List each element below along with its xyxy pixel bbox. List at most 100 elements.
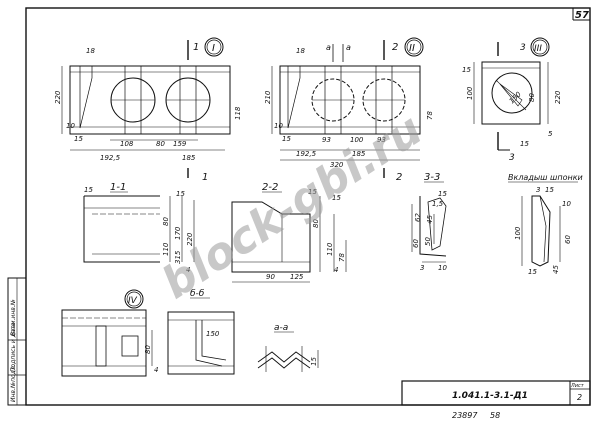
node-III-view <box>473 42 549 151</box>
node-IV-mark: IV <box>128 296 138 306</box>
dimension-label: 110 <box>162 242 170 256</box>
dimension-label: 108 <box>120 140 134 148</box>
section-3-3-labels: 3-3 62 45 60 50 15 1,5 3 10 <box>412 172 447 272</box>
section-2-2 <box>231 196 347 283</box>
side-stamp-inv: Инв.№подл. <box>10 364 17 402</box>
sheet-label: Лист <box>570 383 585 389</box>
dimension-label: 220 <box>554 90 562 104</box>
insert-key-labels: Вкладыш шпонки 3 15 10 100 60 45 15 <box>508 173 583 276</box>
node-II-labels: II 2 2 a a 18 210 15 10 93 100 93 192,5 … <box>264 37 434 183</box>
side-stamp-replace: Взам.инв.№ <box>10 299 17 336</box>
dimension-label: 60 <box>564 235 572 244</box>
dimension-label: 10 <box>274 122 283 130</box>
dimension-label: 320 <box>330 161 344 169</box>
node-I-mark: I <box>212 43 215 54</box>
section-a-a <box>257 346 319 372</box>
dimension-label: 192,5 <box>100 154 121 162</box>
inventory-number: 23897 <box>452 411 478 420</box>
title-block: 1.041.1-3.1-Д1 Лист 2 <box>401 380 591 406</box>
dimension-label: 80 <box>144 345 152 354</box>
node-I-view <box>61 40 231 178</box>
dimension-label: 10 <box>562 200 571 208</box>
dimension-label: 62 <box>414 213 422 222</box>
node-I-cut-bottom: 1 <box>202 172 208 183</box>
dimension-label: 45 <box>426 215 434 224</box>
node-III-labels: III 3 3 100 150 80 220 15 5 15 <box>462 37 562 163</box>
section-a-a-labels: а-а 15 <box>274 323 318 366</box>
sheet-frame <box>25 7 591 406</box>
node-III-cut-top: 3 <box>520 43 526 53</box>
side-stamp: Инв.№подл. Подпись и дата Взам.инв.№ <box>7 277 27 406</box>
dimension-label: 15 <box>528 268 537 276</box>
dimension-label: 118 <box>234 106 242 120</box>
dimension-label: 78 <box>426 111 434 120</box>
node-II-section-a-left: a <box>326 43 331 52</box>
dimension-label: 100 <box>466 86 474 100</box>
dimension-label: 15 <box>84 186 93 194</box>
dimension-label: 3 <box>420 264 424 272</box>
designation: 1.041.1-3.1-Д1 <box>452 391 528 401</box>
side-stamp-sign: Подпись и дата <box>10 322 17 372</box>
dimension-label: 125 <box>290 273 304 281</box>
dimension-label: 90 <box>266 273 275 281</box>
dimension-label: 18 <box>296 47 305 55</box>
node-III-cut-bottom: 3 <box>509 153 515 163</box>
sheet-number: 2 <box>577 393 582 402</box>
dimension-label: 315 <box>174 250 182 264</box>
dimension-label: 5 <box>548 130 553 138</box>
node-II-section-a-right: a <box>346 43 351 52</box>
dimension-label: 80 <box>528 93 536 102</box>
dimension-label: 210 <box>264 90 272 104</box>
section-3-3-title: 3-3 <box>424 172 440 183</box>
dimension-label: 15 <box>310 357 318 366</box>
dimension-label: 220 <box>186 232 194 246</box>
section-b-b-title: б-б <box>190 289 205 299</box>
section-b-b <box>167 311 235 375</box>
dimension-label: 4 <box>334 266 338 274</box>
dimension-label: 170 <box>174 226 182 240</box>
dimension-label: 159 <box>173 140 187 148</box>
dimension-label: 60 <box>412 239 420 248</box>
node-IV-view <box>61 309 153 377</box>
section-a-a-title: а-а <box>274 323 288 333</box>
section-1-1-labels: 1-1 15 80 110 170 220 315 4 15 <box>84 182 194 274</box>
page-number: 57 <box>575 10 589 21</box>
dimension-label: 100 <box>514 226 522 240</box>
insert-key-view <box>521 195 561 267</box>
dimension-label: 80 <box>156 140 165 148</box>
dimension-label: 192,5 <box>296 150 317 158</box>
node-II-cut-bottom: 2 <box>396 172 402 183</box>
dimension-label: 110 <box>326 242 334 256</box>
insert-key-title: Вкладыш шпонки <box>508 173 583 182</box>
dimension-label: 10 <box>438 264 447 272</box>
dimension-label: 10 <box>66 122 75 130</box>
dimension-label: 15 <box>545 186 554 194</box>
section-1-1-title: 1-1 <box>110 182 126 193</box>
dimension-label: 80 <box>312 219 320 228</box>
dimension-label: 78 <box>338 253 346 262</box>
section-2-2-labels: 2-2 15 80 110 90 125 78 4 15 <box>262 182 346 281</box>
dimension-label: 15 <box>438 190 447 198</box>
dimension-label: 100 <box>350 136 364 144</box>
dimension-label: 18 <box>86 47 95 55</box>
inventory-page: 58 <box>490 411 500 420</box>
dimension-label: 50 <box>424 237 432 246</box>
section-2-2-title: 2-2 <box>262 182 278 193</box>
dimension-label: 4 <box>186 266 190 274</box>
dimension-label: 150 <box>206 330 220 338</box>
node-II-mark: II <box>409 43 415 54</box>
node-I-cut-top: 1 <box>193 42 199 53</box>
dimension-label: 15 <box>332 194 341 202</box>
dimension-label: 80 <box>162 217 170 226</box>
dimension-label: 185 <box>182 154 196 162</box>
node-III-mark: III <box>534 44 542 54</box>
section-1-1 <box>83 195 195 263</box>
dimension-label: 220 <box>54 90 62 104</box>
dimension-label: 15 <box>282 135 291 143</box>
dimension-label: 1,5 <box>432 200 444 208</box>
dimension-label: 150 <box>508 90 523 105</box>
section-b-b-labels: б-б 150 <box>190 289 220 338</box>
dimension-label: 15 <box>308 188 317 196</box>
section-3-3 <box>411 196 447 263</box>
node-I-labels: I 1 1 18 220 15 10 108 80 159 192,5 185 … <box>54 37 242 183</box>
